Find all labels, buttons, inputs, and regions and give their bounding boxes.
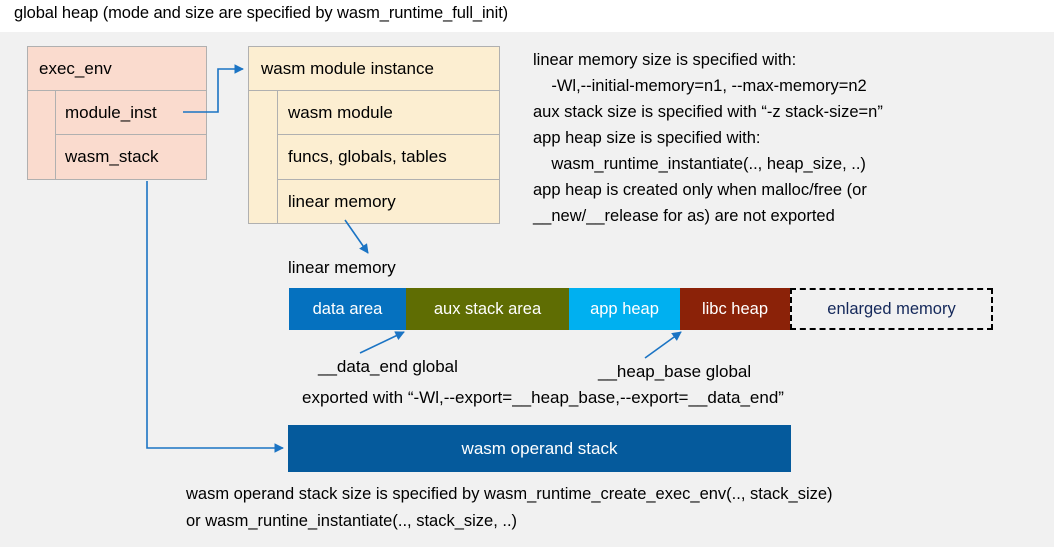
memory-segment-data-area: data area <box>289 288 406 330</box>
memory-segment-enlarged-memory: enlarged memory <box>790 288 993 330</box>
exec-env-gutter <box>28 91 56 179</box>
page-title: global heap (mode and size are specified… <box>14 4 509 22</box>
module-instance-row-funcs-globals-tables: funcs, globals, tables <box>277 135 499 180</box>
bottom-note: wasm operand stack size is specified by … <box>186 485 833 530</box>
module-instance-gutter <box>249 91 278 223</box>
annotation-heap-base: __heap_base global <box>598 362 752 381</box>
exec-env-row-module-inst: module_inst <box>55 91 206 135</box>
memory-segment-app-heap: app heap <box>569 288 680 330</box>
linear-memory-bar: data area aux stack area app heap libc h… <box>289 288 993 330</box>
module-instance-header: wasm module instance <box>249 47 499 91</box>
module-instance-row-wasm-module: wasm module <box>277 91 499 135</box>
exec-env-row-wasm-stack: wasm_stack <box>65 147 159 166</box>
wasm-module-instance-box: wasm module instance wasm module funcs, … <box>248 46 500 224</box>
info-text-block: linear memory size is specified with: -W… <box>533 51 883 225</box>
annotation-exported-with: exported with “-Wl,--export=__heap_base,… <box>302 388 784 407</box>
memory-segment-aux-stack-area: aux stack area <box>406 288 569 330</box>
wasm-operand-stack-box: wasm operand stack <box>288 425 791 472</box>
memory-segment-libc-heap: libc heap <box>680 288 790 330</box>
annotation-data-end: __data_end global <box>318 357 458 376</box>
exec-env-header: exec_env <box>28 47 206 91</box>
exec-env-box: exec_env module_inst wasm_stack <box>27 46 207 180</box>
linear-memory-label: linear memory <box>288 258 396 277</box>
module-instance-row-linear-memory: linear memory <box>288 191 396 211</box>
